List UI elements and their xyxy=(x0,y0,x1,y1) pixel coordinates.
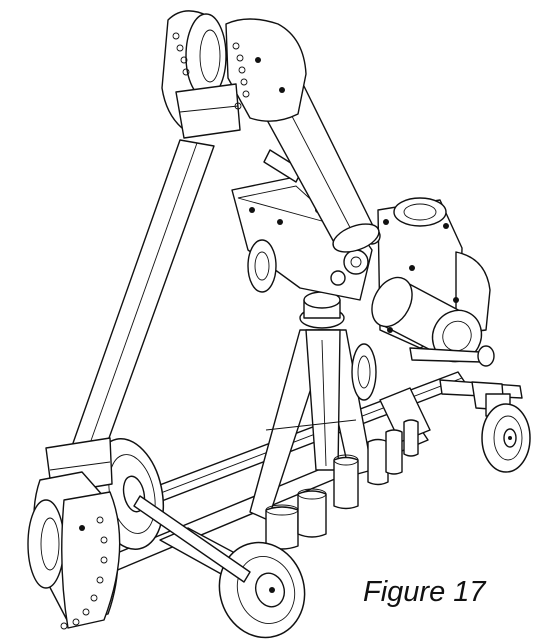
adjustment-hole-pattern-top xyxy=(172,32,285,110)
capstan-head xyxy=(371,197,495,367)
front-caster-wheel xyxy=(481,393,531,473)
top-sheave-assembly xyxy=(161,10,307,139)
figure-caption: Figure 17 xyxy=(363,576,486,608)
adjustment-hole-pattern-bottom xyxy=(60,516,108,630)
bottom-sheave-assembly xyxy=(27,437,121,630)
